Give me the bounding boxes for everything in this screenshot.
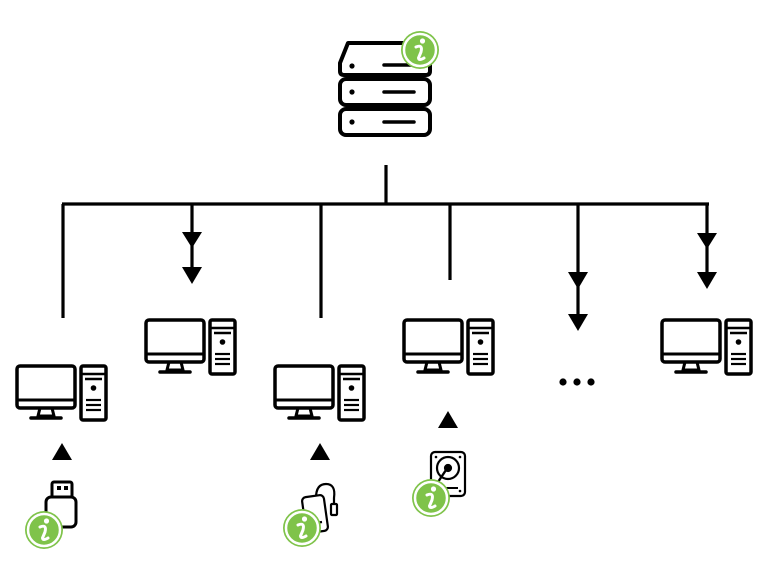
desktop-computer-icon [402, 318, 495, 376]
desktop-computer-icon [273, 364, 366, 422]
triangle-up-icon [310, 443, 330, 460]
arrow-head-icon [697, 233, 717, 249]
arrow-head-icon [697, 272, 717, 289]
arrow-head-icon [568, 314, 588, 331]
triangle-up-icon [438, 411, 458, 428]
desktop-computer-icon [144, 318, 237, 376]
more-ellipsis-icon [559, 378, 595, 386]
info-badge-icon [281, 507, 323, 549]
desktop-computer-icon [660, 318, 753, 376]
arrow-head-icon [568, 272, 588, 289]
arrow-head-icon [182, 232, 202, 248]
server-info-badge-icon [399, 29, 441, 71]
info-badge-icon [23, 509, 65, 551]
desktop-computer-icon [15, 364, 108, 422]
network-bus-icon [61, 165, 709, 318]
info-badge-icon [410, 477, 452, 519]
triangle-up-icon [52, 443, 72, 460]
arrow-head-icon [182, 267, 202, 284]
